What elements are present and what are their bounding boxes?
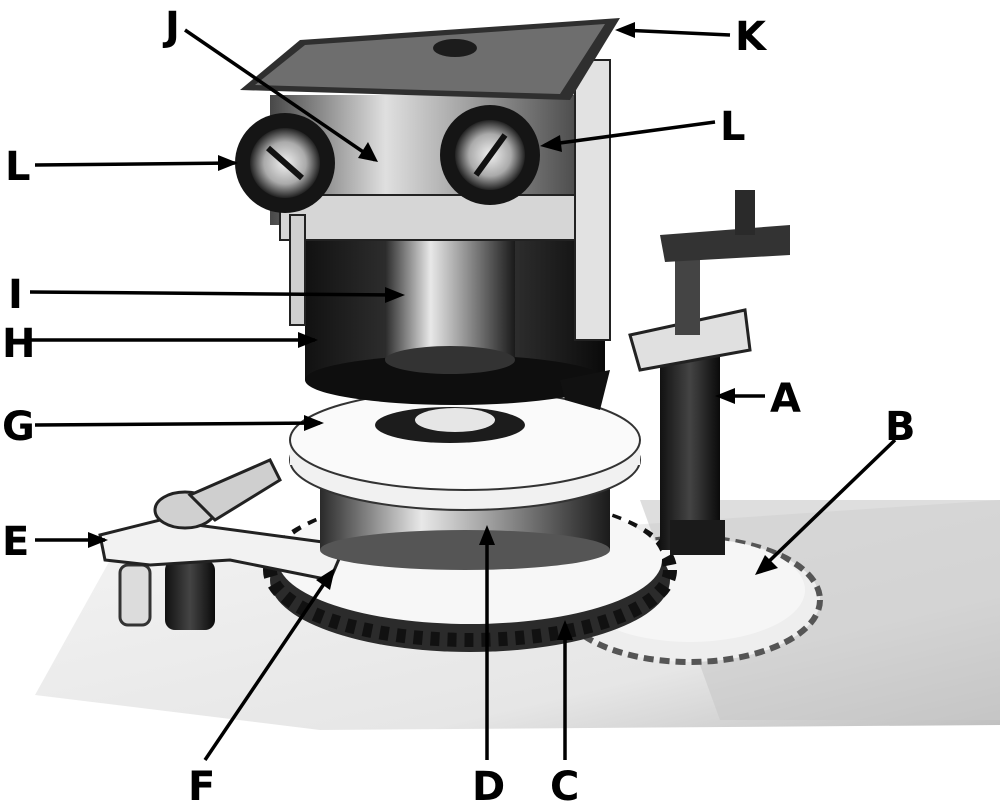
arrowhead-l-left xyxy=(218,155,238,171)
arrowhead-j xyxy=(358,142,378,162)
top-plate-k xyxy=(240,18,620,100)
arrowheads xyxy=(88,22,778,640)
dial-g xyxy=(289,389,641,511)
leader-g xyxy=(34,421,321,427)
callout-k: K xyxy=(735,14,768,60)
arrowhead-i xyxy=(385,287,405,303)
callout-e: E xyxy=(2,519,29,565)
leader-f xyxy=(203,571,334,761)
callout-d: D xyxy=(472,764,505,809)
callout-i: I xyxy=(8,272,23,318)
arrowhead-f xyxy=(316,568,335,590)
callout-l-left: L xyxy=(5,144,31,190)
leader-i xyxy=(29,290,401,297)
arrowhead-c xyxy=(557,620,573,640)
arrowhead-k xyxy=(615,22,635,38)
arrowhead-a xyxy=(715,388,735,404)
spindle-i xyxy=(385,225,515,374)
leader-l-left xyxy=(34,161,236,167)
leader-lines xyxy=(29,28,897,761)
callout-l-right: L xyxy=(720,104,746,150)
leader-l-right xyxy=(544,120,716,147)
lever-arm-e xyxy=(98,458,348,582)
arrowhead-g xyxy=(304,415,324,431)
callout-h: H xyxy=(2,321,35,367)
callout-g: G xyxy=(2,404,35,450)
leader-k xyxy=(619,28,731,37)
callout-j: J xyxy=(162,4,180,50)
callout-labels: J K L L I H A G B E F D C xyxy=(2,4,916,809)
leader-b xyxy=(758,438,897,572)
crank-stand-a xyxy=(628,190,790,555)
arrowhead-l-right xyxy=(540,135,562,152)
callout-a: A xyxy=(770,376,801,422)
arrowhead-d xyxy=(479,525,495,545)
arrowhead-e xyxy=(88,532,108,548)
callout-b: B xyxy=(885,404,916,450)
callout-c: C xyxy=(550,764,579,809)
leader-j xyxy=(184,28,376,162)
arrowhead-h xyxy=(298,332,318,348)
arrowhead-b xyxy=(755,555,778,575)
callout-f: F xyxy=(188,764,215,809)
support-posts xyxy=(118,560,215,630)
screw-heads-l xyxy=(235,105,540,213)
